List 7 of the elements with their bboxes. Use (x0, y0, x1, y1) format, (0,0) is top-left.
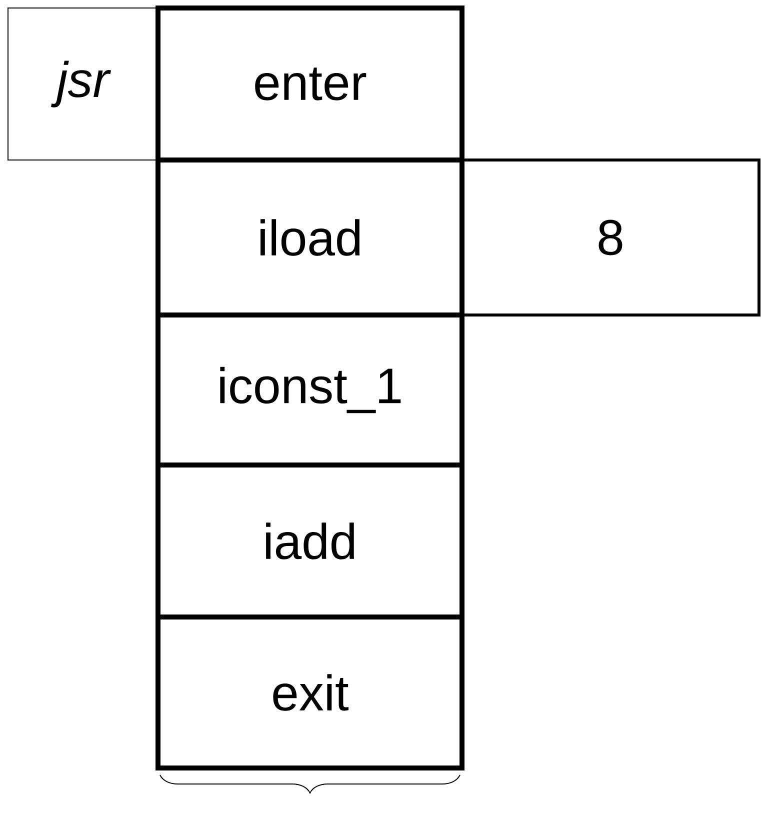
instruction-cell: iload (156, 158, 464, 318)
instruction-cell: enter (156, 6, 464, 162)
instruction-cell: iadd (156, 462, 464, 620)
operand-cell: 8 (460, 158, 760, 316)
instruction-cell: iconst_1 (156, 312, 464, 468)
instruction-cell: exit (156, 614, 464, 770)
label-box: jsr (8, 8, 158, 160)
